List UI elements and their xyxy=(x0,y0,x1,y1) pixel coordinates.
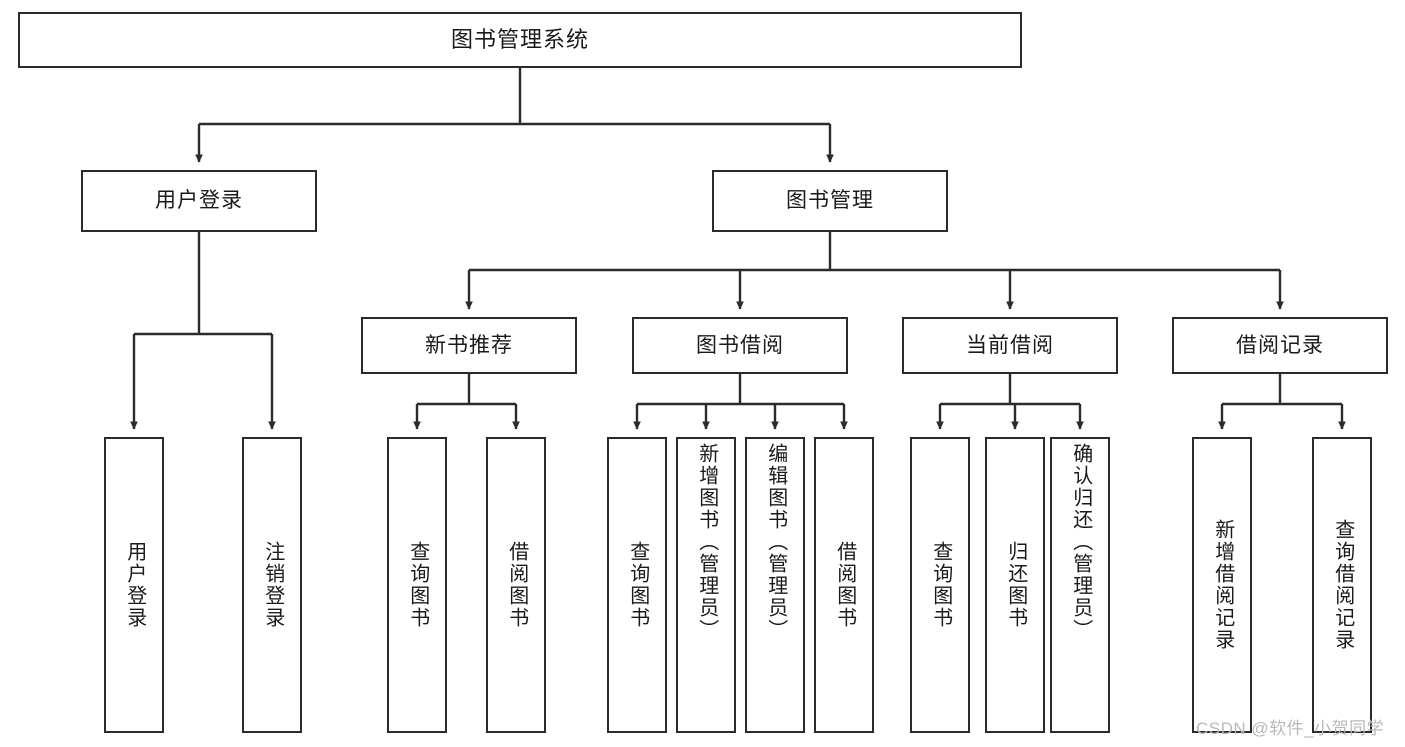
leaf-edit-book-admin[interactable]: 编辑图书（管理员） xyxy=(745,437,805,733)
leaf-user-logout[interactable]: 注销登录 xyxy=(242,437,302,733)
node-label: 借阅记录 xyxy=(1236,333,1324,357)
node-label: 借阅图书 xyxy=(505,541,528,629)
node-label: 确认归还（管理员） xyxy=(1069,443,1092,641)
node-current-borrow[interactable]: 当前借阅 xyxy=(902,317,1118,374)
node-book-borrow[interactable]: 图书借阅 xyxy=(632,317,848,374)
node-label: 新书推荐 xyxy=(425,333,513,357)
node-book-manage[interactable]: 图书管理 xyxy=(712,170,948,232)
csdn-watermark: CSDN @软件_小贺同学 xyxy=(1196,719,1385,738)
leaf-confirm-return-admin[interactable]: 确认归还（管理员） xyxy=(1050,437,1110,733)
node-label: 查询图书 xyxy=(406,541,429,629)
leaf-borrow-book-recommend[interactable]: 借阅图书 xyxy=(486,437,546,733)
node-user-login[interactable]: 用户登录 xyxy=(81,170,317,232)
leaf-borrow-book-borrow[interactable]: 借阅图书 xyxy=(814,437,874,733)
node-label: 当前借阅 xyxy=(966,333,1054,357)
leaf-add-book-admin[interactable]: 新增图书（管理员） xyxy=(676,437,736,733)
node-label: 新增图书（管理员） xyxy=(695,443,718,641)
node-label: 用户登录 xyxy=(123,541,146,629)
leaf-return-book[interactable]: 归还图书 xyxy=(985,437,1045,733)
node-label: 注销登录 xyxy=(261,541,284,629)
node-label: 编辑图书（管理员） xyxy=(764,443,787,641)
node-label: 图书管理系统 xyxy=(450,26,589,52)
leaf-query-book-current[interactable]: 查询图书 xyxy=(910,437,970,733)
node-borrow-record[interactable]: 借阅记录 xyxy=(1172,317,1388,374)
node-label: 归还图书 xyxy=(1004,541,1027,629)
leaf-add-borrow-record[interactable]: 新增借阅记录 xyxy=(1192,437,1252,733)
node-label: 图书借阅 xyxy=(696,333,784,357)
node-label: 图书管理 xyxy=(786,189,874,213)
leaf-query-borrow-record[interactable]: 查询借阅记录 xyxy=(1312,437,1372,733)
node-label: 查询图书 xyxy=(626,541,649,629)
node-label: 查询借阅记录 xyxy=(1331,519,1354,651)
node-label: 新增借阅记录 xyxy=(1211,519,1234,651)
node-root-system[interactable]: 图书管理系统 xyxy=(18,12,1022,68)
node-new-book-recommend[interactable]: 新书推荐 xyxy=(361,317,577,374)
node-label: 借阅图书 xyxy=(833,541,856,629)
leaf-user-login[interactable]: 用户登录 xyxy=(104,437,164,733)
leaf-query-book-borrow[interactable]: 查询图书 xyxy=(607,437,667,733)
leaf-query-book-recommend[interactable]: 查询图书 xyxy=(387,437,447,733)
node-label: 查询图书 xyxy=(929,541,952,629)
node-label: 用户登录 xyxy=(155,189,243,213)
